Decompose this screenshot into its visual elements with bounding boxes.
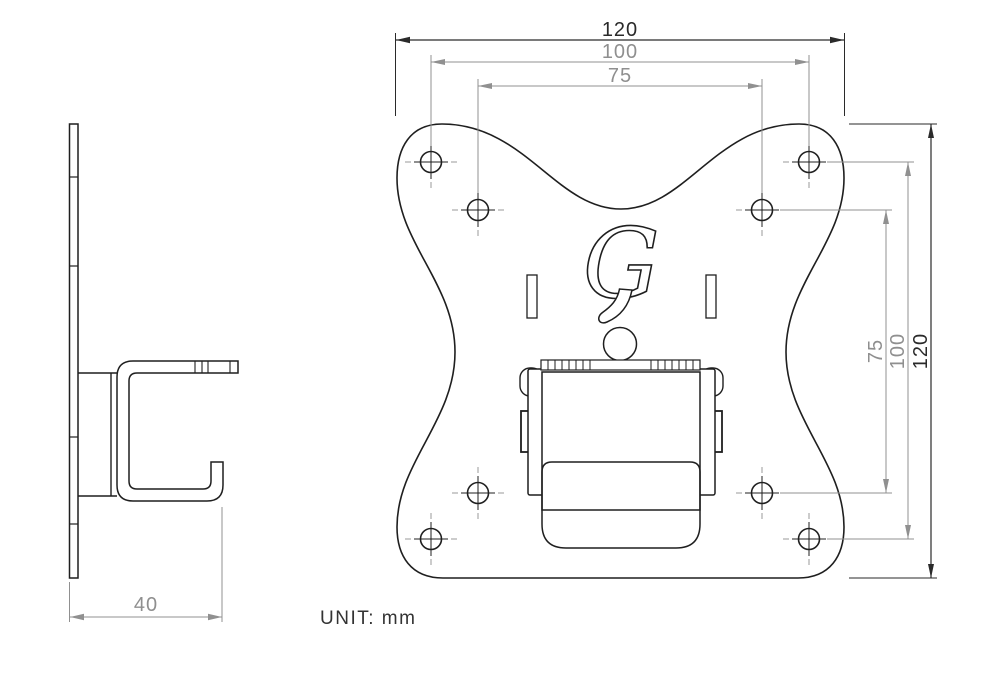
latch-serrations [547, 360, 694, 370]
side-view: 40 [68, 123, 239, 622]
unit-note: UNIT: mm [320, 608, 416, 629]
center-hole [602, 326, 638, 362]
dim-75-top: 75 [477, 65, 763, 193]
dim-label-120-right: 120 [910, 333, 932, 369]
front-view: G [395, 19, 937, 579]
side-spacer-block [78, 372, 117, 497]
side-hook-bracket [116, 360, 239, 502]
slot-right [705, 274, 717, 319]
slot-left [526, 274, 538, 319]
dim-40-bottom: 40 [69, 507, 223, 622]
dim-label-40: 40 [134, 594, 158, 616]
dim-label-100-right: 100 [887, 333, 909, 369]
dim-label-75-right: 75 [865, 339, 887, 363]
dim-75-right: 75 [780, 209, 892, 494]
side-plate-segment-lines [69, 176, 78, 525]
dim-100-top: 100 [430, 41, 810, 146]
latch-inner-frame [541, 371, 701, 511]
side-hook-serrations [194, 361, 231, 373]
side-wall-plate [68, 123, 79, 579]
latch-handle [541, 461, 701, 549]
logo-tail [598, 288, 633, 324]
dim-label-75-top: 75 [608, 65, 632, 87]
logo-g: G [582, 207, 660, 324]
dim-120-right: 120 [849, 123, 937, 579]
dim-label-100-top: 100 [602, 41, 638, 63]
dim-label-120-top: 120 [602, 19, 638, 41]
latch-serrated-bar [540, 359, 701, 371]
latch-assembly [519, 359, 724, 549]
dim-100-right: 100 [827, 161, 914, 540]
dim-120-top: 120 [395, 19, 845, 116]
